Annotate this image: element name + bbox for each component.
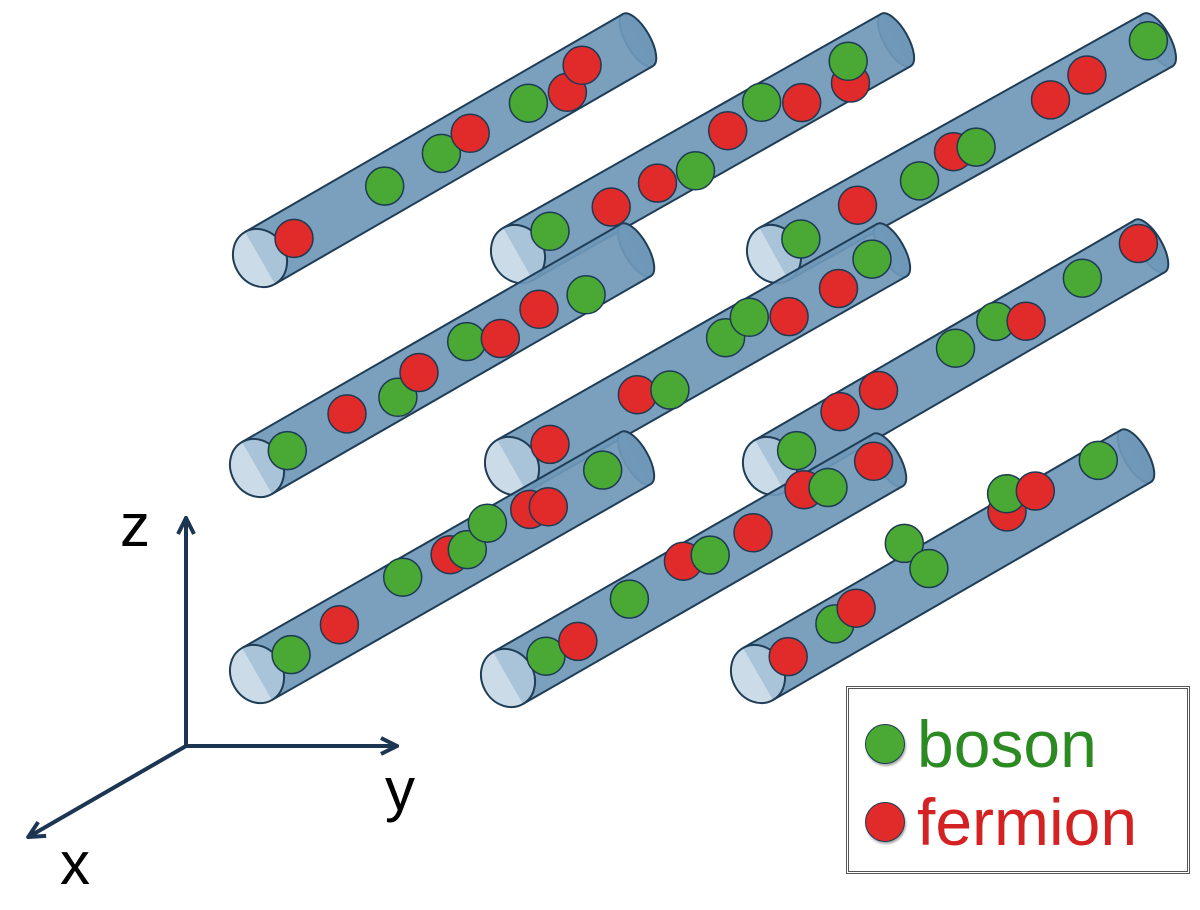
legend: boson fermion xyxy=(846,686,1190,874)
fermion-particle xyxy=(562,45,602,86)
fermion-particle xyxy=(769,296,809,337)
fermion-particle xyxy=(1067,55,1107,95)
boson-particle xyxy=(447,529,488,570)
boson-particle xyxy=(909,548,949,589)
tube-edge xyxy=(758,12,1144,229)
boson-particle xyxy=(609,579,650,619)
fermion-particle xyxy=(836,588,876,628)
fermion-particle xyxy=(1030,80,1071,120)
legend-label-boson: boson xyxy=(917,707,1097,781)
legend-label-fermion: fermion xyxy=(917,785,1138,859)
boson-particle xyxy=(566,275,606,315)
tube xyxy=(741,218,1170,497)
fermion-particle xyxy=(1006,301,1046,341)
boson-particle xyxy=(364,166,405,206)
boson-particle xyxy=(690,535,730,575)
boson-particle xyxy=(729,297,770,338)
fermion-particle xyxy=(768,636,808,677)
tube-edge xyxy=(754,219,1136,441)
boson-particle xyxy=(271,634,311,675)
boson-particle xyxy=(808,467,848,508)
boson-dot-icon xyxy=(865,724,905,764)
tubes-layer xyxy=(228,12,1177,709)
fermion-particle xyxy=(528,487,569,527)
tube xyxy=(228,430,656,705)
fermion-particle xyxy=(327,394,367,434)
boson-particle xyxy=(781,219,821,259)
boson-particle xyxy=(582,450,623,490)
fermion-particle xyxy=(558,621,598,662)
x-axis-label: x xyxy=(60,830,90,897)
boson-particle xyxy=(935,328,976,368)
boson-particle xyxy=(675,151,716,191)
tube-edge xyxy=(522,485,904,705)
fermion-particle xyxy=(818,268,859,309)
fermion-particle xyxy=(1015,471,1056,511)
boson-particle xyxy=(530,211,570,252)
fermion-particle xyxy=(450,113,490,154)
fermion-particle xyxy=(480,318,521,359)
boson-particle xyxy=(267,430,308,471)
boson-particle xyxy=(446,321,487,362)
boson-particle xyxy=(956,127,996,167)
boson-particle xyxy=(884,523,925,564)
tube-edge xyxy=(241,223,622,443)
boson-particle xyxy=(508,83,549,123)
boson-particle xyxy=(650,370,690,410)
boson-particle xyxy=(1128,21,1169,61)
tube xyxy=(231,12,658,289)
fermion-particle xyxy=(530,424,570,465)
tube-edge xyxy=(502,13,882,229)
boson-particle xyxy=(741,82,782,123)
fermion-particle xyxy=(820,391,860,432)
tube-body xyxy=(497,223,907,493)
axes xyxy=(30,520,395,836)
tube-edge xyxy=(772,481,1152,701)
boson-particle xyxy=(382,557,423,597)
fermion-particle xyxy=(274,218,314,259)
fermion-particle xyxy=(837,185,878,225)
tube-edge xyxy=(271,483,652,701)
fermion-particle xyxy=(399,352,439,393)
boson-particle xyxy=(1078,440,1119,481)
fermion-particle xyxy=(637,163,678,203)
fermion-particle xyxy=(781,82,822,123)
tube xyxy=(729,428,1156,705)
tube-edge xyxy=(274,65,654,285)
x-axis xyxy=(30,744,187,836)
boson-particle xyxy=(899,161,940,201)
tube-edge xyxy=(742,429,1122,649)
fermion-dot-icon xyxy=(865,802,905,842)
tube-edge xyxy=(241,431,622,649)
y-axis-label: y xyxy=(385,756,415,823)
z-axis-label: z xyxy=(120,492,150,559)
fermion-particle xyxy=(591,187,631,227)
fermion-particle xyxy=(519,289,559,330)
fermion-particle xyxy=(707,110,748,151)
fermion-particle xyxy=(853,441,894,482)
tube xyxy=(489,12,916,285)
tube xyxy=(228,222,656,499)
fermion-particle xyxy=(733,513,773,553)
tube xyxy=(483,222,912,497)
tube xyxy=(479,432,908,709)
fermion-particle xyxy=(319,604,360,645)
boson-particle xyxy=(1062,258,1103,298)
legend-item-fermion: fermion xyxy=(865,789,1137,855)
boson-particle xyxy=(776,430,817,471)
fermion-particle xyxy=(1118,223,1159,264)
boson-particle xyxy=(421,133,462,174)
boson-particle xyxy=(467,503,508,543)
legend-item-boson: boson xyxy=(865,711,1097,777)
fermion-particle xyxy=(617,374,658,415)
boson-particle xyxy=(852,239,892,279)
boson-particle xyxy=(828,41,868,82)
fermion-particle xyxy=(858,370,899,411)
tube-edge xyxy=(244,13,624,233)
tube-edge xyxy=(496,223,878,441)
